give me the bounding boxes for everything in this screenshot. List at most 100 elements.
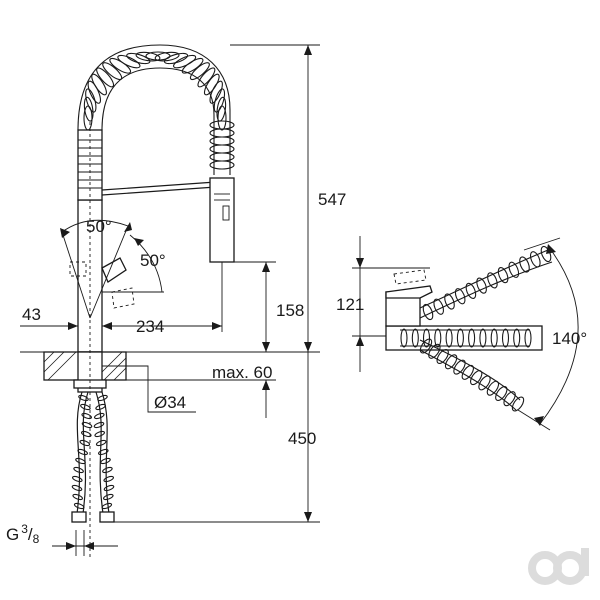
coil-loop — [103, 484, 115, 492]
side-view — [352, 236, 579, 431]
coil-loop — [497, 266, 509, 284]
spring-coil-loops — [83, 51, 235, 170]
coil-loop — [101, 502, 113, 510]
coil-loop — [461, 364, 474, 380]
spring-arc-inner — [101, 67, 215, 175]
coil-loop — [513, 328, 521, 348]
coil-loop — [209, 160, 235, 170]
coil-loop — [91, 73, 107, 96]
coil-loop — [454, 288, 466, 305]
coil-loop — [456, 328, 464, 348]
handle-swing-ghost — [69, 261, 87, 277]
label-deck-thickness: max. 60 — [212, 363, 272, 382]
spring-arc-outer — [77, 44, 231, 175]
side-spring-upper — [419, 249, 549, 309]
coil-loop — [487, 272, 498, 289]
coil-loop — [163, 52, 189, 65]
coil-loop — [470, 370, 483, 386]
label-side-angle: 140° — [552, 329, 587, 348]
coil-loop — [529, 251, 541, 268]
coil-loop — [98, 448, 109, 456]
coil-loop — [80, 403, 91, 411]
hose-fitting-right — [99, 511, 115, 523]
coil-loop — [95, 439, 107, 447]
coil-loop — [213, 88, 226, 113]
hose-braids — [71, 394, 115, 510]
coil-loop — [95, 403, 106, 411]
coil-loop — [508, 261, 520, 278]
coil-loop — [465, 282, 477, 300]
coil-loop — [490, 328, 498, 348]
coil-loop — [79, 439, 91, 447]
coil-loop — [100, 457, 111, 465]
coil-loop — [97, 394, 108, 402]
label-hole-diameter: Ø34 — [154, 393, 186, 412]
label-swivel-angle: 50° — [86, 217, 112, 236]
coil-loop — [94, 412, 105, 420]
coil-loop — [511, 396, 525, 412]
coil-loop — [478, 375, 491, 391]
label-side-height: 121 — [336, 295, 364, 314]
side-handle — [385, 285, 433, 299]
coil-loop — [495, 386, 508, 401]
coil-loop — [422, 303, 434, 321]
coil-loop — [181, 57, 204, 74]
coil-loop — [73, 502, 85, 510]
coil-loop — [135, 51, 161, 62]
label-hose-length: 450 — [288, 429, 316, 448]
coil-loop — [102, 62, 123, 81]
coil-loop — [468, 328, 476, 348]
coil-loop — [411, 328, 419, 348]
coil-loop — [126, 52, 151, 65]
coil-loop — [503, 391, 516, 407]
dimension-lines — [20, 44, 320, 556]
coil-loop — [433, 298, 445, 315]
coil-loop — [444, 354, 458, 370]
coil-loop — [217, 105, 227, 131]
coil-loop — [444, 293, 455, 310]
coil-loop — [189, 62, 210, 81]
coil-loop — [476, 277, 487, 294]
label-handle-angle: 50° — [140, 251, 166, 270]
coil-loop — [71, 484, 83, 492]
coil-loop — [78, 394, 89, 402]
coil-loop — [75, 457, 86, 465]
coil-loop — [453, 359, 466, 375]
coil-loop — [400, 328, 408, 348]
coil-loop — [154, 51, 180, 62]
coil-loop — [445, 328, 453, 348]
coil-loop — [524, 328, 532, 348]
front-view — [43, 44, 235, 560]
coil-loop — [94, 430, 105, 438]
label-total-height: 547 — [318, 190, 346, 209]
coil-loop — [93, 421, 105, 429]
coil-loop — [117, 54, 141, 69]
coil-loop — [77, 448, 88, 456]
coil-loop — [501, 328, 510, 348]
spray-head — [209, 177, 235, 263]
coil-loop — [209, 80, 223, 104]
coil-loop — [85, 88, 97, 113]
coil-loop — [72, 493, 83, 501]
coil-loop — [434, 328, 442, 348]
coil-loop — [73, 466, 84, 474]
coil-loop — [419, 338, 433, 354]
hose-right — [95, 391, 105, 521]
coil-loop — [479, 328, 487, 348]
label-spout-height: 158 — [276, 301, 304, 320]
brand-logo — [528, 548, 589, 585]
handle-lever — [101, 257, 127, 283]
swivel-arm — [101, 180, 231, 191]
coil-loop — [96, 67, 115, 88]
coil-loop — [428, 343, 441, 359]
coil-loop — [72, 475, 83, 483]
coil-loop — [422, 328, 431, 348]
coil-loop — [102, 466, 113, 474]
coil-loop — [81, 430, 92, 438]
side-spring-loops — [400, 245, 552, 412]
label-offset: 43 — [22, 305, 41, 324]
coil-loop — [103, 475, 114, 483]
coil-loop — [436, 349, 449, 364]
